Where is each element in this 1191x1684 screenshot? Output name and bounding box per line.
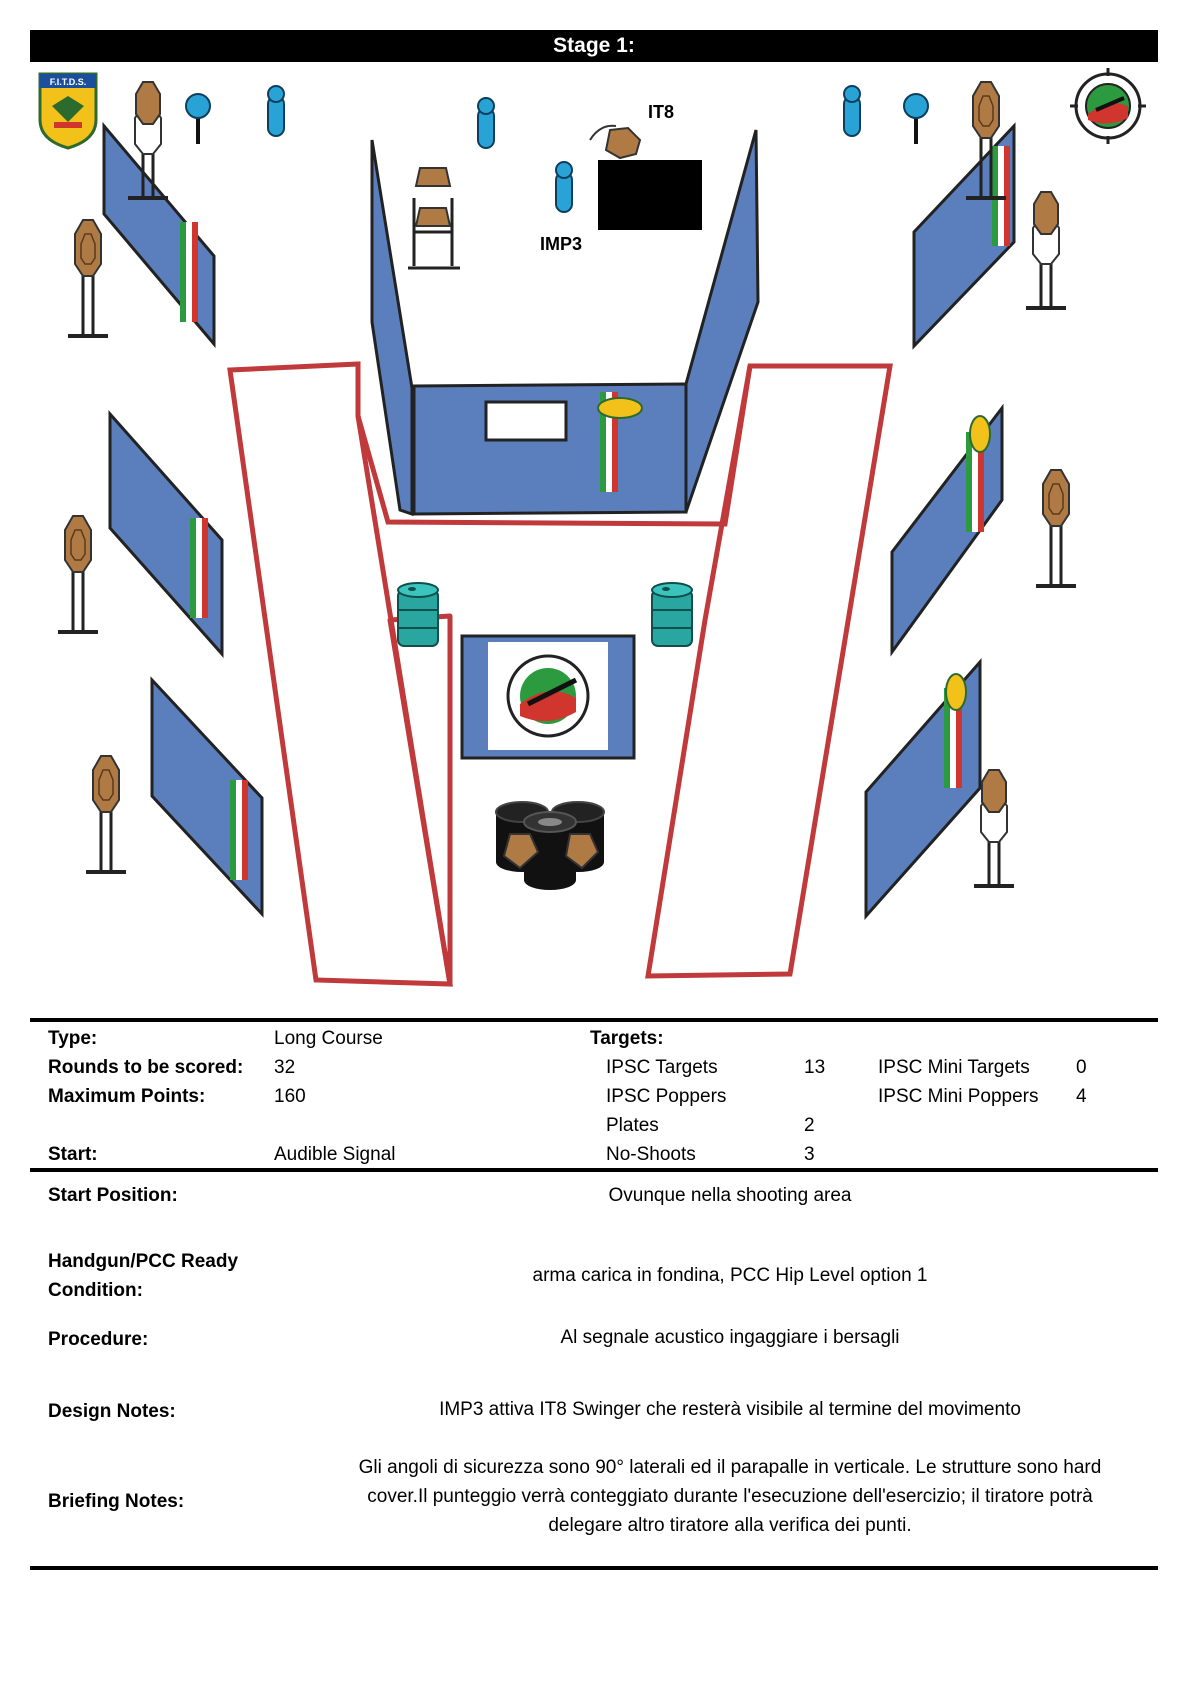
targets-plates-count: 2 xyxy=(804,1115,815,1136)
start-value: Audible Signal xyxy=(274,1144,396,1165)
type-value: Long Course xyxy=(274,1028,383,1049)
ipsc-target-3 xyxy=(84,754,128,874)
house-structure xyxy=(370,129,760,517)
detail-value: Gli angoli di sicurezza sono 90° lateral… xyxy=(358,1457,1102,1478)
mini-popper-2 xyxy=(477,97,495,149)
max-points-label: Maximum Points: xyxy=(48,1086,206,1107)
fitds-logo-text: F.I.T.D.S. xyxy=(50,77,87,87)
wall-right-2 xyxy=(890,403,1004,657)
detail-label: Start Position: xyxy=(48,1185,178,1206)
targets-noshoots-name: No-Shoots xyxy=(606,1144,696,1165)
wall-left-1 xyxy=(102,121,216,349)
fault-line-center-box xyxy=(355,365,753,527)
barrel-right xyxy=(651,582,693,647)
detail-value: arma carica in fondina, PCC Hip Level op… xyxy=(532,1265,928,1286)
targets-noshoots-count: 3 xyxy=(804,1144,815,1165)
detail-label: Briefing Notes: xyxy=(48,1491,185,1512)
detail-value: IMP3 attiva IT8 Swinger che resterà visi… xyxy=(439,1399,1021,1420)
stage-info-table: Type: Long Course Targets: Rounds to be … xyxy=(30,1018,1158,1172)
detail-label: Handgun/PCC Ready xyxy=(48,1251,239,1272)
detail-label: Procedure: xyxy=(48,1329,149,1350)
mini-poppers-count: 4 xyxy=(1076,1086,1087,1107)
imp3-popper: IMP3 xyxy=(540,161,582,254)
targets-ipsc-count: 13 xyxy=(804,1057,826,1078)
tire-stack xyxy=(495,801,605,890)
it8-swinger: IT8 xyxy=(589,102,702,230)
targets-plates-name: Plates xyxy=(606,1115,659,1136)
wall-left-3 xyxy=(150,676,264,918)
targets-poppers-name: IPSC Poppers xyxy=(606,1086,727,1107)
detail-label: Design Notes: xyxy=(48,1401,176,1422)
popper-1 xyxy=(184,92,212,146)
ipsc-target-1 xyxy=(66,218,110,338)
label-imp3: IMP3 xyxy=(540,234,582,254)
stage-diagram: F.I.T.D.S. IT8 IMP3 xyxy=(38,68,1146,987)
rounds-value: 32 xyxy=(274,1057,296,1078)
max-points-value: 160 xyxy=(274,1086,306,1107)
wall-right-1 xyxy=(912,122,1016,350)
detail-label: Condition: xyxy=(48,1280,143,1301)
center-banner xyxy=(460,634,636,760)
start-label: Start: xyxy=(48,1144,98,1165)
mini-popper-3 xyxy=(843,85,861,137)
fault-line-right-outer xyxy=(645,363,893,979)
detail-value: delegare altro tiratore alla verifica de… xyxy=(548,1515,912,1536)
targets-ipsc-name: IPSC Targets xyxy=(606,1057,718,1078)
mini-targets-count: 0 xyxy=(1076,1057,1087,1078)
targets-header: Targets: xyxy=(590,1028,664,1049)
detail-value: cover.Il punteggio verrà conteggiato dur… xyxy=(367,1486,1093,1507)
wall-left-2 xyxy=(108,410,224,658)
detail-value: Ovunque nella shooting area xyxy=(608,1185,852,1206)
wall-right-3 xyxy=(864,658,982,920)
label-it8: IT8 xyxy=(648,102,674,122)
popper-2 xyxy=(902,92,930,146)
stage-title: Stage 1: xyxy=(30,30,1158,62)
estense-logo xyxy=(1070,68,1146,144)
barrel-left xyxy=(397,582,439,647)
type-label: Type: xyxy=(48,1028,98,1049)
mini-poppers-name: IPSC Mini Poppers xyxy=(878,1086,1039,1107)
mini-targets-name: IPSC Mini Targets xyxy=(878,1057,1030,1078)
ipsc-target-5 xyxy=(1034,468,1078,588)
inner-target-stand xyxy=(408,167,460,270)
ipsc-target-noshoot-2 xyxy=(1024,190,1068,310)
fitds-logo: F.I.T.D.S. xyxy=(38,72,98,150)
ipsc-target-2 xyxy=(56,514,100,634)
rounds-label: Rounds to be scored: xyxy=(48,1057,244,1078)
mini-popper-1 xyxy=(267,85,285,137)
fault-line-left-inner xyxy=(387,613,453,987)
detail-value: Al segnale acustico ingaggiare i bersagl… xyxy=(560,1327,900,1348)
